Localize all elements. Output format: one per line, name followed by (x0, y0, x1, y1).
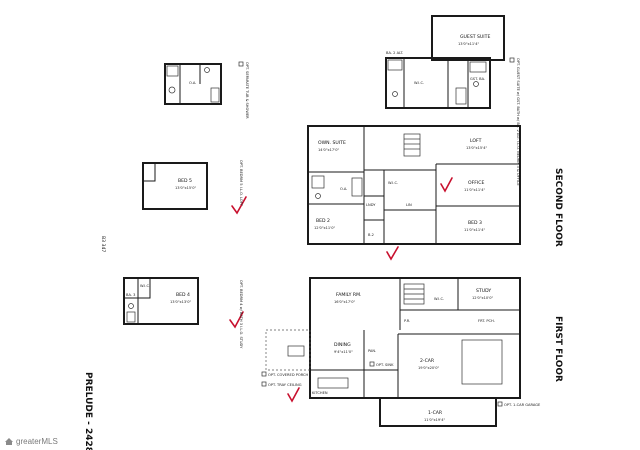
option-checkbox (261, 381, 267, 387)
stairs-icon (403, 283, 425, 305)
bed5-dim: 13'0"x15'0" (175, 186, 196, 190)
two-car-garage-label: 2-CAR (420, 358, 435, 364)
option-covered-porch-label: OPT. COVERED PORCH (268, 373, 309, 377)
first-floor-plan: FAMILY RM. 16'0"x17'0" STUDY 12'0"x10'0"… (261, 277, 541, 427)
option-bed4-plan: BA. 3 W.I.C. BED 4 13'0"x13'0" OPT. BEDR… (123, 277, 244, 349)
loft-label: LOFT (470, 138, 482, 144)
oa-label: O.A. (189, 81, 196, 85)
loft-dim: 13'0"x15'4" (466, 146, 487, 150)
option-checkbox (497, 401, 503, 407)
stairs-icon (403, 133, 421, 157)
two-car-garage-dim: 19'0"x20'0" (418, 366, 439, 370)
family-room-dim: 16'0"x17'0" (334, 300, 355, 304)
bed3-label: BED 3 (468, 220, 482, 226)
one-car-garage-label: 1-CAR (428, 410, 443, 416)
option-bed4-label: OPT. BEDRM 4 w/ BATH 3 I.L.O. STUDY (239, 280, 243, 349)
lin-label: LIN (406, 203, 412, 207)
house-icon (5, 438, 13, 445)
office-label: OFFICE (468, 180, 484, 186)
bed2-dim: 12'0"x11'0" (314, 226, 335, 230)
plan-name: PRELUDE - 2428 (83, 372, 93, 450)
mls-logo: greaterMLS (4, 437, 58, 446)
selected-option-checkmark (386, 246, 399, 261)
option-garage-label: OPT. 1-CAR GARAGE (504, 403, 541, 407)
option-tub-shower-label: OPT. SEPARATE TUB & SHOWER (245, 62, 249, 119)
selected-option-checkmark (231, 196, 247, 215)
dining-dim: 9'4"x11'0" (334, 350, 353, 354)
bed5-label: BED 5 (178, 178, 192, 184)
b2-label: B.2 (368, 233, 374, 237)
family-room-label: FAMILY RM. (336, 292, 362, 298)
option-checkbox (261, 371, 267, 377)
guest-suite-label: GUEST SUITE (460, 34, 490, 40)
front-porch-label: FRT. PCH. (478, 319, 495, 323)
guest-suite-dim: 13'0"x11'4" (458, 42, 479, 46)
wic-label: W.I.C. (414, 81, 424, 85)
dining-label: DINING (334, 342, 351, 348)
lndy-label: LNDY (366, 203, 376, 207)
bed4-label: BED 4 (176, 292, 190, 298)
wic-label: W.I.C. (434, 297, 444, 301)
selected-option-checkmark (287, 387, 300, 403)
ba2-alt-label: BA. 2 ALT. (386, 51, 404, 55)
own-suite-dim: 14'0"x17'0" (318, 148, 339, 152)
pr-label: P.R. (404, 319, 410, 323)
first-floor-title: FIRST FLOOR (553, 316, 563, 382)
option-checkbox (509, 57, 515, 63)
option-bed5-label: OPT. BEDRM 5 I.L.O. LOFT (239, 160, 243, 207)
bed3-dim: 11'0"x11'4" (464, 228, 485, 232)
office-dim: 11'0"x11'4" (464, 188, 485, 192)
pantry-label: PAN. (368, 349, 376, 353)
plan-code: B3 347 (100, 236, 106, 252)
wic-label: W.I.C. (388, 181, 398, 185)
study-label: STUDY (476, 288, 491, 294)
selected-option-checkmark (229, 311, 244, 329)
bed4-dim: 13'0"x13'0" (170, 300, 191, 304)
option-bed5-plan: BED 5 13'0"x15'0" OPT. BEDRM 5 I.L.O. LO… (142, 160, 247, 215)
own-suite-label: OWN. SUITE (318, 140, 346, 146)
study-dim: 12'0"x10'0" (472, 296, 493, 300)
option-tub-shower-plan: O.A. OPT. SEPARATE TUB & SHOWER (164, 61, 249, 119)
second-floor-plan: OWN. SUITE 14'0"x17'0" O.A. W.I.C. LNDY … (307, 125, 521, 261)
second-floor-title: SECOND FLOOR (553, 168, 563, 247)
one-car-garage-dim: 11'0"x19'4" (424, 418, 445, 422)
option-checkbox (238, 61, 244, 67)
option-sink-label: OPT. SINK (376, 363, 394, 367)
oa-label: O.A. (340, 187, 347, 191)
selected-option-checkmark (440, 177, 453, 193)
option-guest-suite-plan: GUEST SUITE 13'0"x11'4" BA. 2 ALT. W.I.C… (385, 15, 520, 186)
gst-ba-label: GST. BA. (470, 77, 485, 81)
option-tray-ceiling-label: OPT. TRAY CEILING (268, 383, 302, 387)
option-checkbox (369, 361, 375, 367)
option-guest-suite-label: OPT. GUEST SUITE w/ GST. BATH w/ BA. 2 A… (516, 58, 520, 186)
wic-label: W.I.C. (140, 284, 150, 288)
bed2-label: BED 2 (316, 218, 330, 224)
kitchen-label: KITCHEN (312, 391, 328, 395)
mls-logo-text: greaterMLS (16, 437, 58, 446)
ba3-label: BA. 3 (126, 293, 135, 297)
